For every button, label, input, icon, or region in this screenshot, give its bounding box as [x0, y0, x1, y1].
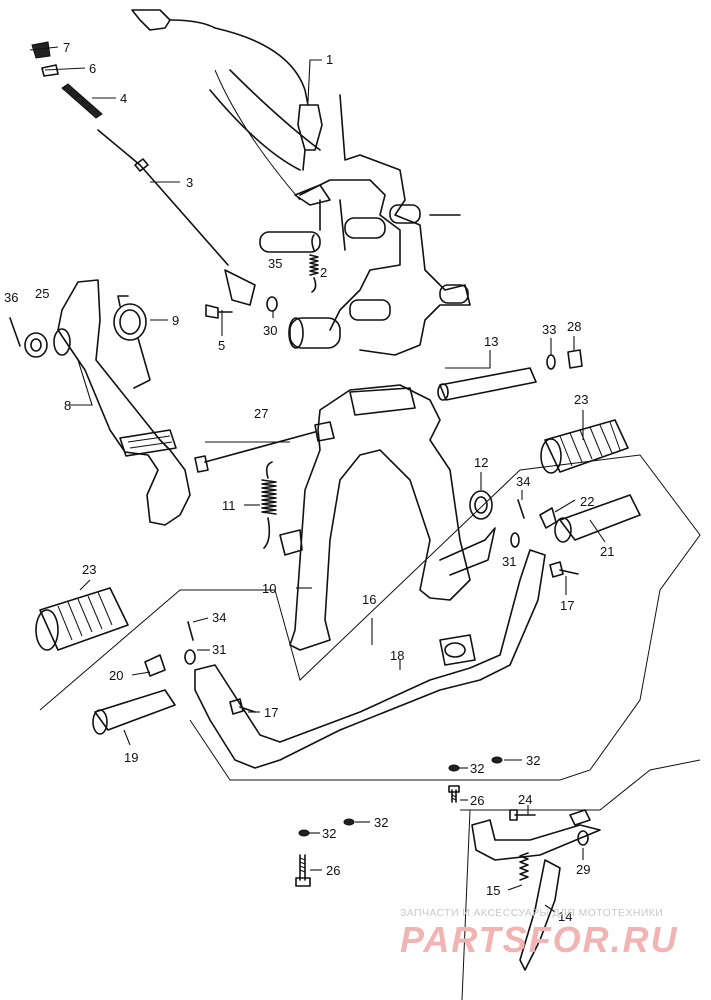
callout-13: 13	[484, 334, 498, 349]
part-20-clip	[144, 654, 166, 677]
callout-32-c: 32	[322, 826, 336, 841]
callout-6: 6	[89, 61, 96, 76]
callout-12: 12	[474, 455, 488, 470]
callout-17-right: 17	[560, 598, 574, 613]
part-9-return-spring	[113, 295, 151, 389]
part-26-bolt-lower	[295, 854, 311, 887]
callout-18: 18	[390, 648, 404, 663]
part-25-bushing	[24, 332, 48, 358]
part-31-washer-left	[184, 649, 196, 665]
part-3-brake-rod	[97, 129, 256, 306]
callout-35: 35	[268, 256, 282, 271]
part-7-cap-nut	[31, 41, 51, 59]
part-8-brake-pedal	[53, 279, 191, 526]
callout-5: 5	[218, 338, 225, 353]
callout-26-lower: 26	[326, 863, 340, 878]
part-16-assembly-outline	[39, 454, 701, 781]
callout-10: 10	[262, 581, 276, 596]
part-30-washer	[266, 296, 278, 312]
callout-25: 25	[35, 286, 49, 301]
callout-34-left: 34	[212, 610, 226, 625]
callout-29: 29	[576, 862, 590, 877]
callout-26-upper: 26	[470, 793, 484, 808]
part-17-bolt-left	[229, 698, 256, 715]
callout-32-d: 32	[374, 815, 388, 830]
engine-frame	[209, 69, 471, 356]
callout-32-a: 32	[470, 761, 484, 776]
part-19-footpeg-left	[92, 689, 176, 735]
callout-20: 20	[109, 668, 123, 683]
callout-23-right: 23	[574, 392, 588, 407]
part-29-washer	[577, 830, 589, 846]
part-12-collar	[469, 490, 493, 520]
callout-1: 1	[326, 52, 333, 67]
part-34-pin-right	[517, 499, 525, 519]
part-24-bolt	[509, 809, 536, 821]
part-22-clip	[539, 507, 557, 529]
callout-4: 4	[120, 91, 127, 106]
part-31-washer-right	[510, 532, 520, 548]
callout-33: 33	[542, 322, 556, 337]
callout-11: 11	[222, 498, 236, 513]
part-2-spring	[309, 234, 319, 293]
part-1-brake-switch	[131, 9, 323, 171]
callout-36: 36	[4, 290, 18, 305]
callout-27: 27	[254, 406, 268, 421]
callout-31-right: 31	[502, 554, 516, 569]
part-6-washer	[41, 64, 59, 77]
callout-7: 7	[63, 40, 70, 55]
callout-24: 24	[518, 792, 532, 807]
part-36-pin	[9, 317, 21, 347]
callout-15: 15	[486, 883, 500, 898]
part-17-bolt-right	[549, 561, 579, 578]
callout-9: 9	[172, 313, 179, 328]
callout-19: 19	[124, 750, 138, 765]
callout-28: 28	[567, 319, 581, 334]
part-10-main-stand	[279, 384, 496, 651]
callout-34-right: 34	[516, 474, 530, 489]
part-27-bolt	[194, 421, 335, 473]
part-34-pin-left	[187, 621, 194, 641]
callout-14: 14	[558, 909, 572, 924]
callout-21: 21	[600, 544, 614, 559]
callout-2: 2	[320, 265, 327, 280]
callout-16: 16	[362, 592, 376, 607]
callout-31-left: 31	[212, 642, 226, 657]
part-26-bolt-upper	[448, 785, 460, 803]
part-15-sidestand-spring	[519, 852, 529, 881]
part-28-nut	[567, 349, 583, 369]
callout-labels: 1 2 3 4 5 6 7 8 9 10 11 12 13 14 15 16 1…	[4, 40, 614, 924]
leader-lines	[29, 46, 606, 913]
part-4-rod-spring	[61, 83, 103, 119]
callout-8: 8	[64, 398, 71, 413]
part-5-bolt	[205, 304, 233, 319]
callout-23-left: 23	[82, 562, 96, 577]
part-23-footpeg-rubber-left	[35, 587, 129, 651]
part-11-stand-spring	[261, 461, 277, 549]
part-33-washer	[546, 354, 556, 370]
part-23-footpeg-rubber-right	[540, 419, 629, 474]
callout-32-b: 32	[526, 753, 540, 768]
part-21-footpeg-right	[554, 494, 641, 543]
part-18-footpeg-bar	[194, 549, 546, 769]
callout-22: 22	[580, 494, 594, 509]
watermark-caption: ЗАПЧАСТИ И АКСЕССУАРЫ ДЛЯ МОТОТЕХНИКИ	[400, 907, 663, 919]
watermark: ЗАПЧАСТИ И АКСЕССУАРЫ ДЛЯ МОТОТЕХНИКИ PA…	[400, 907, 679, 960]
part-13-pivot-shaft	[437, 367, 537, 401]
callout-17-left: 17	[264, 705, 278, 720]
side-stand-assembly	[460, 759, 701, 1000]
watermark-logo-text: PARTSFOR.RU	[400, 919, 679, 960]
callout-30: 30	[263, 323, 277, 338]
callout-3: 3	[186, 175, 193, 190]
